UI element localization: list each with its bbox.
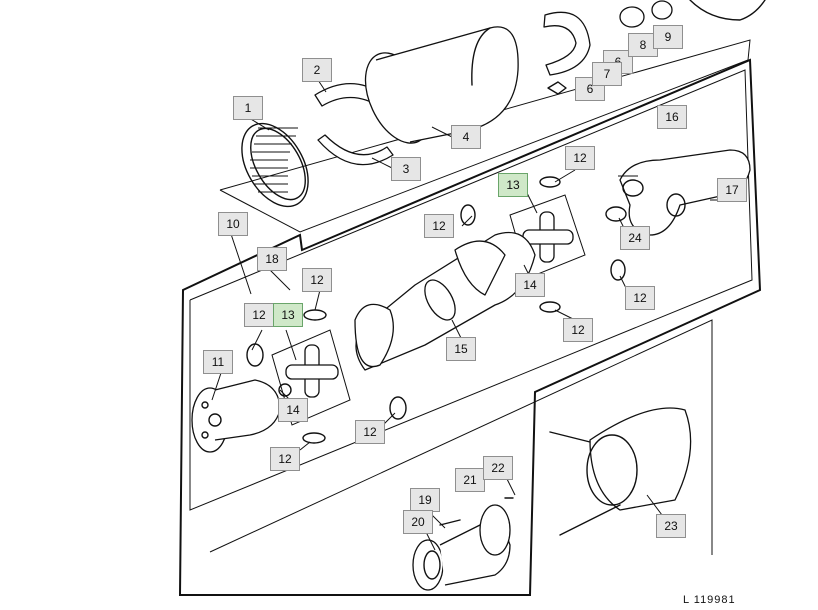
callout-12e: 12 bbox=[302, 268, 332, 292]
callout-4: 4 bbox=[451, 125, 481, 149]
cross-joint-upper bbox=[460, 176, 626, 313]
frame-main-assembly bbox=[178, 58, 762, 596]
callout-12a: 12 bbox=[565, 146, 595, 170]
clamp-ring bbox=[241, 122, 309, 208]
callout-24: 24 bbox=[620, 226, 650, 250]
callout-15: 15 bbox=[446, 337, 476, 361]
callout-10: 10 bbox=[218, 212, 248, 236]
callout-17: 17 bbox=[717, 178, 747, 202]
callout-14-upper: 14 bbox=[515, 273, 545, 297]
callout-11: 11 bbox=[203, 350, 233, 374]
upper-ring-parts bbox=[543, 0, 766, 95]
callout-6b: 6 bbox=[575, 77, 605, 101]
callout-16: 16 bbox=[657, 105, 687, 129]
callout-7: 7 bbox=[592, 62, 622, 86]
shield-guard-23 bbox=[549, 407, 692, 536]
callout-19: 19 bbox=[410, 488, 440, 512]
callout-18: 18 bbox=[257, 247, 287, 271]
callout-9: 9 bbox=[653, 25, 683, 49]
drive-shaft-15 bbox=[354, 231, 536, 371]
cylinder-cover bbox=[364, 26, 519, 144]
callout-3: 3 bbox=[391, 157, 421, 181]
callout-12b: 12 bbox=[424, 214, 454, 238]
callout-1: 1 bbox=[233, 96, 263, 120]
callout-12f: 12 bbox=[244, 303, 274, 327]
callout-23: 23 bbox=[656, 514, 686, 538]
callout-12h: 12 bbox=[270, 447, 300, 471]
callout-2: 2 bbox=[302, 58, 332, 82]
callout-12c: 12 bbox=[625, 286, 655, 310]
callout-20: 20 bbox=[403, 510, 433, 534]
callout-14-lower: 14 bbox=[278, 398, 308, 422]
callout-13-lower: 13 bbox=[273, 303, 303, 327]
callout-21: 21 bbox=[455, 468, 485, 492]
callout-12g: 12 bbox=[355, 420, 385, 444]
callout-22: 22 bbox=[483, 456, 513, 480]
frame-inner-shaft bbox=[189, 69, 753, 511]
frame-guard-group bbox=[209, 319, 713, 555]
frame-upper-cover bbox=[219, 39, 751, 233]
callout-12d: 12 bbox=[563, 318, 593, 342]
figure-reference: L 119981 bbox=[683, 594, 736, 606]
flange-yoke-11 bbox=[191, 379, 281, 453]
callout-13-upper: 13 bbox=[498, 173, 528, 197]
companion-flange bbox=[412, 497, 514, 591]
